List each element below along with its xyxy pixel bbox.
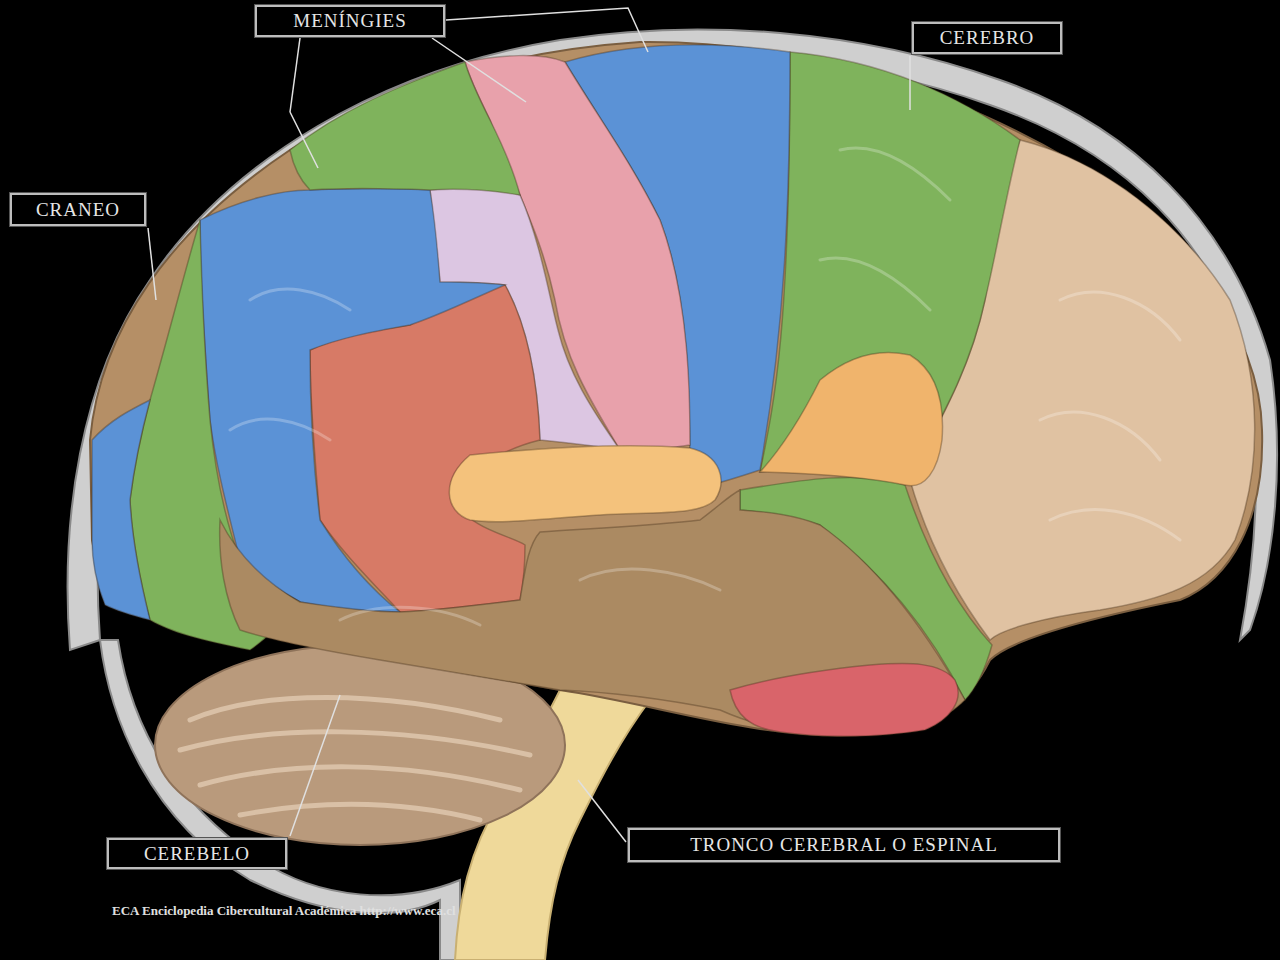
cerebellum-folia — [180, 698, 530, 821]
part-name: CEREBRO — [940, 27, 1035, 49]
label-box: CEREBRO — [912, 22, 1062, 54]
label-box: TRONCO CEREBRAL O ESPINAL — [628, 828, 1060, 862]
gyri-highlights — [230, 148, 1180, 625]
brain-regions — [92, 45, 1255, 736]
cerebrum — [90, 42, 1262, 736]
label-box: CRANEO — [10, 193, 146, 226]
part-name: TRONCO CEREBRAL O ESPINAL — [690, 834, 998, 856]
part-name: MENÍNGIES — [293, 10, 407, 32]
label-box: MENÍNGIES — [255, 5, 445, 37]
leader-line — [148, 8, 910, 842]
label-box: CEREBELO — [107, 838, 287, 869]
part-name: CEREBELO — [144, 843, 250, 865]
watermark: ECA Enciclopedia Cibercultural Académica… — [112, 903, 456, 919]
part-name: CRANEO — [36, 199, 120, 221]
